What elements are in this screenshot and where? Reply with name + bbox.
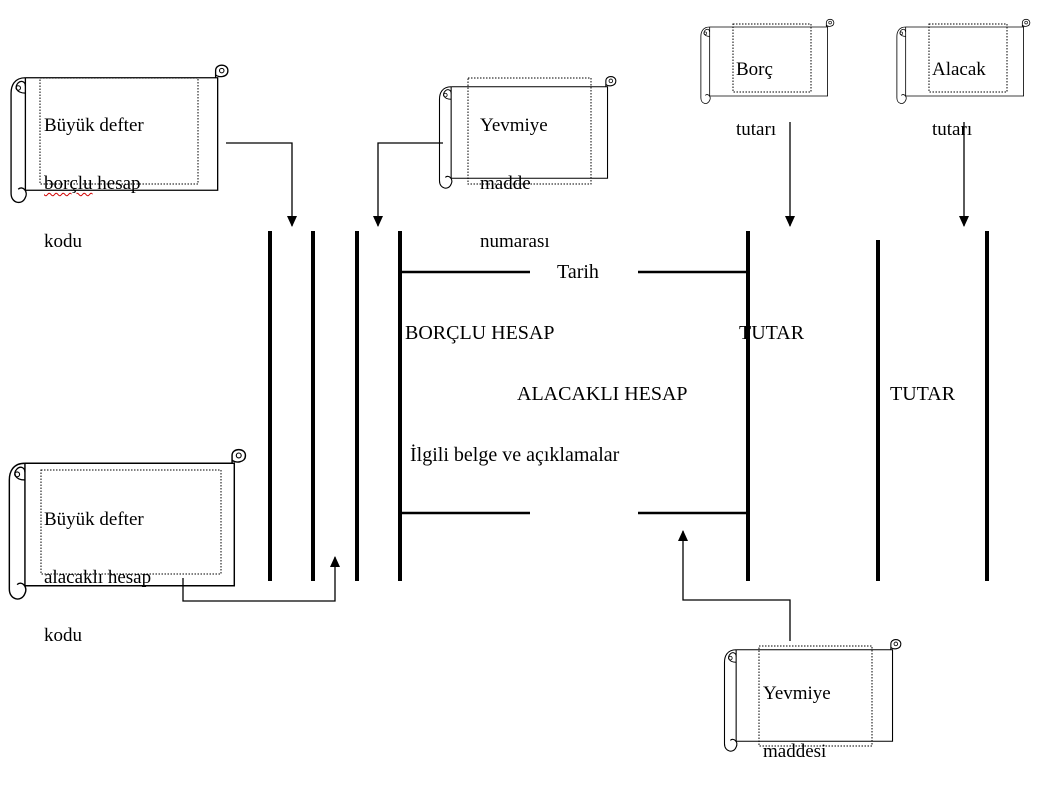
scroll-label-entry-number: Yevmiye madde numarası	[480, 82, 550, 285]
scroll-label-credit-amount: Alacak tutarı	[932, 25, 986, 175]
scroll-line: tutarı	[736, 115, 776, 145]
scroll-line: Büyük defter	[44, 111, 144, 140]
scroll-line: Yevmiye	[763, 679, 831, 708]
scroll-line: madde	[480, 169, 550, 198]
scroll-line: kodu	[44, 227, 144, 256]
arrow-debit-code	[226, 143, 292, 226]
scroll-line: Alacak	[932, 55, 986, 85]
scroll-line: borçlu hesap	[44, 169, 144, 198]
spellcheck-word: borçlu	[44, 173, 93, 194]
journal-date: Tarih	[557, 260, 599, 284]
column-lines	[270, 231, 987, 581]
journal-credit-amount: TUTAR	[890, 382, 955, 406]
scroll-line: Büyük defter	[44, 505, 151, 534]
scroll-line: kodu	[44, 621, 151, 650]
scroll-line: Yevmiye	[480, 111, 550, 140]
scroll-line: tutarı	[932, 115, 986, 145]
scroll-label-debit-amount: Borç tutarı	[736, 25, 776, 175]
scroll-label-debit-account-code: Büyük defter borçlu hesap kodu	[44, 82, 144, 285]
journal-credit-account: ALACAKLI HESAP	[517, 382, 688, 406]
arrow-journal-entry	[683, 531, 790, 641]
arrow-entry-number	[378, 143, 443, 226]
scroll-line: Borç	[736, 55, 776, 85]
scroll-line: alacaklı hesap	[44, 563, 151, 592]
scroll-word: hesap	[93, 173, 141, 194]
scroll-line: numarası	[480, 227, 550, 256]
journal-debit-account: BORÇLU HESAP	[405, 321, 554, 345]
scroll-line: maddesi	[763, 737, 831, 766]
scroll-label-journal-entry: Yevmiye maddesi	[763, 650, 831, 795]
journal-explanation: İlgili belge ve açıklamalar	[410, 443, 619, 467]
scroll-label-credit-account-code: Büyük defter alacaklı hesap kodu	[44, 476, 151, 679]
journal-debit-amount: TUTAR	[739, 321, 804, 345]
